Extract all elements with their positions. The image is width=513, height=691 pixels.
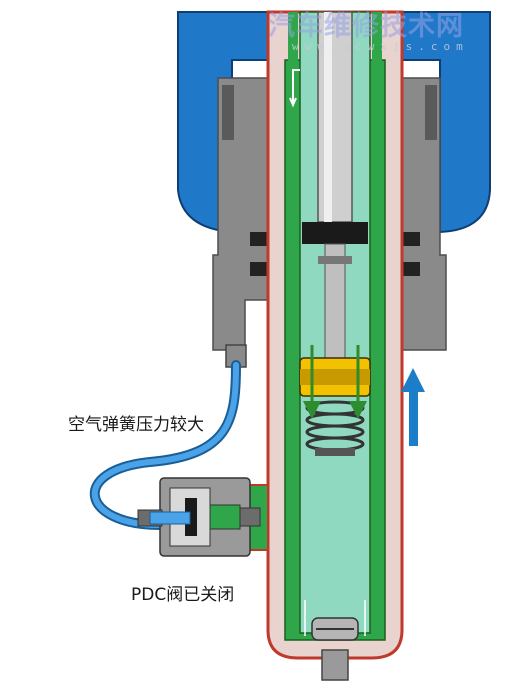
right-seal-lower [400,262,420,276]
pdc-valve [137,477,261,557]
inner-oil-gap-left [288,12,298,272]
left-seal [250,232,270,246]
left-bellows-clamp [222,85,234,140]
inner-oil-gap-right [372,12,382,272]
watermark-url: www.qcwxjs.com [292,40,469,53]
return-flow-arrow [289,69,300,108]
spring-base [315,448,355,456]
air-spring-pressure-label: 空气弹簧压力较大 [68,415,204,435]
pdc-valve-status-label: PDC阀已关闭 [131,585,235,605]
flow-arrow [303,345,367,419]
left-seal-lower [250,262,270,276]
right-seal [400,232,420,246]
rod-spacer [318,256,352,264]
right-bellows-clamp [425,85,437,140]
piston-rod-highlight [324,12,332,222]
base-flow-arrows [304,600,366,636]
piston-band [300,369,370,385]
rod-guide [302,222,368,244]
watermark-logo: 汽车维修技术网 [268,11,464,42]
piston-rod [317,11,353,223]
upward-motion-arrow [401,368,425,446]
bottom-mount [321,649,349,681]
